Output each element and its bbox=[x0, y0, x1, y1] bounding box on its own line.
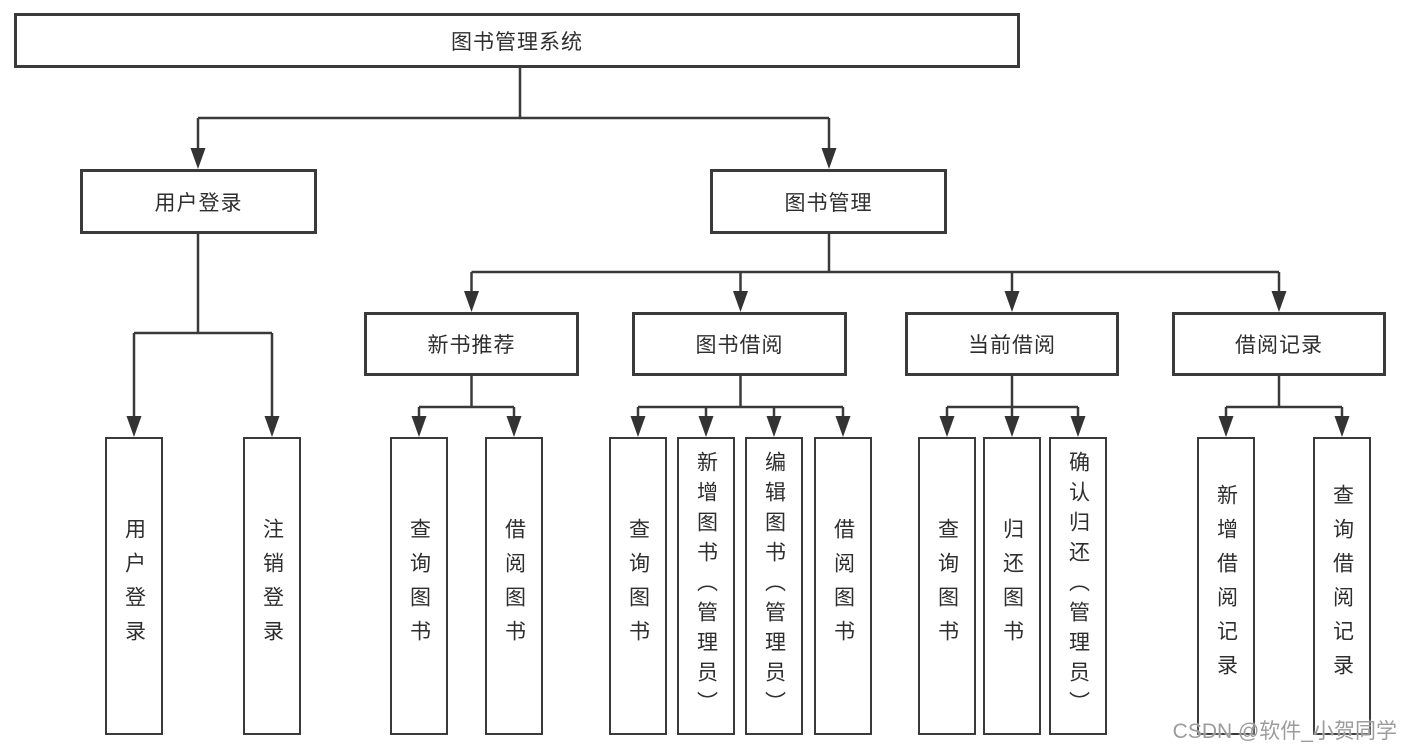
leaf-newbook-borrow: 借阅图书 bbox=[485, 437, 543, 735]
node-borrow-record: 借阅记录 bbox=[1172, 312, 1386, 376]
leaf-current-confirm-admin-label: 确认归还（管理员） bbox=[1066, 451, 1090, 721]
node-borrow-record-label: 借阅记录 bbox=[1235, 334, 1323, 357]
node-root-label: 图书管理系统 bbox=[451, 30, 583, 54]
node-book-management: 图书管理 bbox=[710, 169, 947, 234]
leaf-borrow-borrow: 借阅图书 bbox=[814, 437, 872, 735]
leaf-current-return-label: 归还图书 bbox=[1000, 518, 1024, 654]
leaf-user-logout: 注销登录 bbox=[243, 437, 301, 735]
node-user-login-label: 用户登录 bbox=[154, 191, 243, 215]
leaf-user-login-label: 用户登录 bbox=[122, 518, 146, 654]
node-book-borrow-label: 图书借阅 bbox=[695, 334, 784, 357]
leaf-borrow-add-admin: 新增图书（管理员） bbox=[677, 437, 735, 735]
node-book-management-label: 图书管理 bbox=[784, 191, 873, 215]
leaf-record-query: 查询借阅记录 bbox=[1313, 437, 1371, 735]
leaf-record-add: 新增借阅记录 bbox=[1197, 437, 1255, 735]
leaf-borrow-add-admin-label: 新增图书（管理员） bbox=[694, 451, 718, 721]
arrowheads bbox=[126, 148, 1350, 437]
leaf-record-add-label: 新增借阅记录 bbox=[1214, 484, 1238, 688]
leaf-borrow-borrow-label: 借阅图书 bbox=[831, 518, 855, 654]
leaf-borrow-edit-admin-label: 编辑图书（管理员） bbox=[762, 451, 786, 721]
leaf-newbook-query: 查询图书 bbox=[390, 437, 448, 735]
node-root: 图书管理系统 bbox=[14, 13, 1020, 68]
leaf-borrow-query: 查询图书 bbox=[609, 437, 667, 735]
node-user-login: 用户登录 bbox=[80, 169, 317, 234]
leaf-user-logout-label: 注销登录 bbox=[260, 518, 284, 654]
leaf-borrow-query-label: 查询图书 bbox=[626, 518, 650, 654]
node-new-book-recommend: 新书推荐 bbox=[364, 312, 579, 376]
node-new-book-recommend-label: 新书推荐 bbox=[427, 334, 516, 357]
node-book-borrow: 图书借阅 bbox=[632, 312, 847, 376]
leaf-borrow-edit-admin: 编辑图书（管理员） bbox=[745, 437, 803, 735]
leaf-current-query: 查询图书 bbox=[918, 437, 976, 735]
leaf-current-query-label: 查询图书 bbox=[935, 518, 959, 654]
leaf-current-confirm-admin: 确认归还（管理员） bbox=[1049, 437, 1107, 735]
leaf-newbook-query-label: 查询图书 bbox=[407, 518, 431, 654]
csdn-watermark: CSDN @软件_小贺同学 bbox=[1172, 720, 1397, 743]
leaf-user-login: 用户登录 bbox=[105, 437, 163, 735]
node-current-borrow-label: 当前借阅 bbox=[968, 334, 1056, 357]
leaf-current-return: 归还图书 bbox=[983, 437, 1041, 735]
leaf-record-query-label: 查询借阅记录 bbox=[1330, 484, 1354, 688]
node-current-borrow: 当前借阅 bbox=[905, 312, 1119, 376]
leaf-newbook-borrow-label: 借阅图书 bbox=[502, 518, 526, 654]
